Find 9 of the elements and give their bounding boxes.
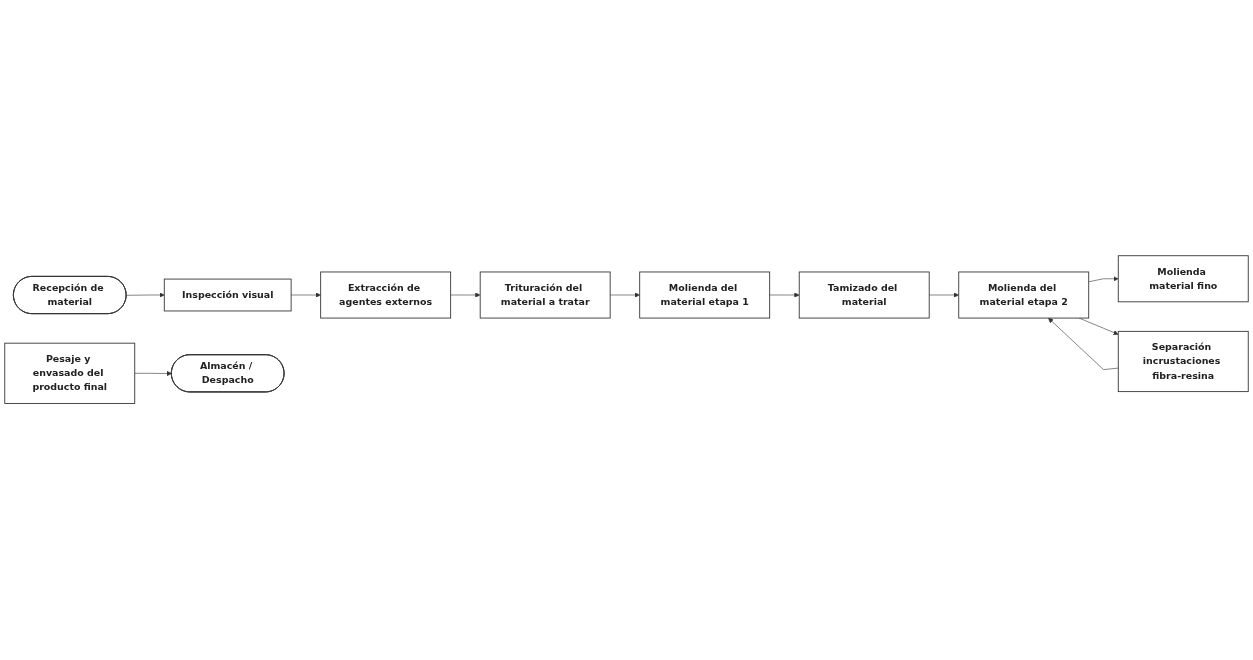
- node-box: Pesaje y envasado del producto final: [4, 343, 136, 405]
- node-box: Molienda del material etapa 2: [958, 271, 1090, 319]
- node-box: Inspección visual: [163, 279, 292, 312]
- node-box: Separación incrustaciones fibra-resina: [1117, 331, 1249, 393]
- node-box: Extracción de agentes externos: [320, 271, 452, 319]
- node-box: Tamizado del material: [798, 271, 930, 319]
- node-box: Trituración del material a tratar: [479, 271, 611, 319]
- node-box: Molienda material fino: [1117, 255, 1249, 303]
- node-box: Molienda del material etapa 1: [639, 271, 771, 319]
